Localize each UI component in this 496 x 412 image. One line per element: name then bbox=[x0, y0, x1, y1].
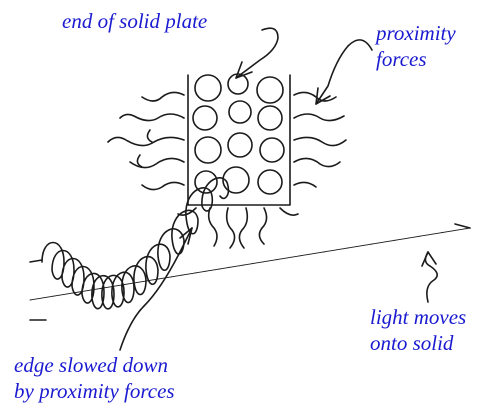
label-edge-slowed-line1: edge slowed down bbox=[14, 352, 175, 378]
pointer-light-moves bbox=[425, 252, 437, 302]
label-end-of-solid-plate: end of solid plate bbox=[62, 8, 207, 34]
pointer-end-plate bbox=[236, 28, 278, 78]
label-edge-slowed-line2: by proximity forces bbox=[14, 378, 175, 404]
light-wave-coil bbox=[30, 178, 470, 320]
label-light-moves-line1: light moves bbox=[370, 304, 466, 330]
label-proximity-line2: forces bbox=[376, 46, 456, 72]
label-end-of-solid-plate-text: end of solid plate bbox=[62, 8, 207, 34]
label-light-moves-onto-solid: light moves onto solid bbox=[370, 304, 466, 356]
pointer-proximity bbox=[316, 40, 372, 104]
label-proximity-line1: proximity bbox=[376, 20, 456, 46]
atoms bbox=[193, 74, 284, 194]
pointer-edge-slowed bbox=[120, 228, 192, 350]
proximity-forces-right bbox=[294, 92, 346, 187]
label-edge-slowed-down: edge slowed down by proximity forces bbox=[14, 352, 175, 404]
label-light-moves-line2: onto solid bbox=[370, 330, 466, 356]
label-proximity-forces: proximity forces bbox=[376, 20, 456, 72]
proximity-forces-left bbox=[108, 92, 184, 189]
